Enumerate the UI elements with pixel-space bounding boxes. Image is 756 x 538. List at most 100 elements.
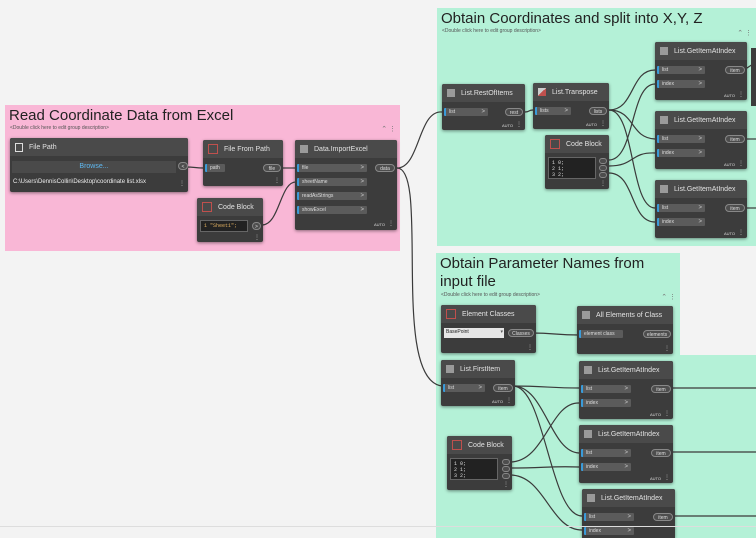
node-element-classes[interactable]: Element Classes BasePoint▾ Classes ⋮	[441, 305, 536, 353]
node-header[interactable]: List.GetItemAtIndex	[655, 42, 747, 60]
collapse-icon[interactable]: ⌃ ⋮	[737, 30, 752, 37]
more-icon[interactable]: ⋮	[506, 398, 512, 404]
node-code-block-index[interactable]: Code Block 1 0; 2 1; 3 2; ⋮	[545, 135, 609, 189]
node-header[interactable]: Code Block	[545, 135, 609, 153]
input-port-index[interactable]: index>	[581, 463, 631, 471]
more-icon[interactable]: ⋮	[738, 161, 744, 167]
output-port-item[interactable]: item	[725, 135, 745, 143]
input-port-index[interactable]: index>	[581, 399, 631, 407]
more-icon[interactable]: ⋮	[388, 221, 394, 227]
node-header[interactable]: File Path	[10, 138, 188, 156]
node-file-from-path[interactable]: File From Path path file ⋮	[203, 140, 283, 186]
output-port-item[interactable]: item	[725, 66, 745, 74]
more-icon[interactable]: ⋮	[738, 92, 744, 98]
output-port[interactable]: <	[178, 162, 188, 170]
more-icon[interactable]: ⋮	[527, 345, 533, 351]
output-port-3[interactable]	[502, 473, 510, 479]
node-header[interactable]: List.GetItemAtIndex	[579, 361, 673, 379]
node-list-first-item[interactable]: List.FirstItem list> item AUTO ⋮	[441, 360, 515, 406]
input-port-file[interactable]: file>	[297, 164, 367, 172]
node-header[interactable]: List.GetItemAtIndex	[579, 425, 673, 443]
output-port-item[interactable]: item	[725, 204, 745, 212]
output-port-3[interactable]	[599, 172, 607, 178]
output-port-2[interactable]	[502, 466, 510, 472]
node-header[interactable]: All Elements of Class	[577, 306, 673, 324]
group-description[interactable]: <Double click here to edit group descrip…	[442, 28, 541, 34]
input-port-lists[interactable]: lists>	[535, 107, 571, 115]
output-port-item[interactable]: item	[653, 513, 673, 521]
output-port[interactable]: >	[252, 222, 261, 230]
input-port-index[interactable]: index>	[584, 527, 634, 535]
group-description[interactable]: <Double click here to edit group descrip…	[441, 292, 540, 298]
node-header[interactable]: List.Transpose	[533, 83, 609, 101]
node-header[interactable]: File From Path	[203, 140, 283, 158]
code-editor[interactable]: 1 0; 2 1; 3 2;	[450, 458, 498, 480]
output-port-data[interactable]: data	[375, 164, 395, 172]
node-list-get-item-at-index[interactable]: List.GetItemAtIndex list> index> item	[582, 489, 675, 538]
node-list-get-item-at-index[interactable]: List.GetItemAtIndex list> index> item AU…	[655, 42, 747, 100]
node-header[interactable]: Element Classes	[441, 305, 536, 323]
more-icon[interactable]: ⋮	[254, 235, 260, 241]
group-title-line2[interactable]: input file	[440, 273, 496, 290]
output-port-item[interactable]: item	[651, 385, 671, 393]
node-header[interactable]: Code Block	[197, 198, 263, 216]
more-icon[interactable]: ⋮	[600, 181, 606, 187]
input-port-index[interactable]: index>	[657, 218, 705, 226]
node-data-import-excel[interactable]: Data.ImportExcel file> sheetName> readAs…	[295, 140, 397, 230]
class-dropdown[interactable]: BasePoint▾	[444, 328, 504, 338]
input-port-index[interactable]: index>	[657, 80, 705, 88]
node-file-path[interactable]: File Path Browse... < C:\Users\DennisCol…	[10, 138, 188, 192]
more-icon[interactable]: ⋮	[664, 411, 670, 417]
more-icon[interactable]: ⋮	[664, 475, 670, 481]
input-port-sheetname[interactable]: sheetName>	[297, 178, 367, 186]
node-header[interactable]: List.GetItemAtIndex	[582, 489, 675, 507]
output-port-2[interactable]	[599, 165, 607, 171]
output-port-elements[interactable]: elements	[643, 330, 671, 338]
more-icon[interactable]: ⋮	[516, 122, 522, 128]
input-port-list[interactable]: list>	[657, 135, 705, 143]
output-port-lists[interactable]: lists	[589, 107, 607, 115]
node-list-get-item-at-index[interactable]: List.GetItemAtIndex list> index> item AU…	[579, 425, 673, 483]
input-port-element-class[interactable]: element class	[579, 330, 623, 338]
node-all-elements-of-class[interactable]: All Elements of Class element class elem…	[577, 306, 673, 354]
collapse-icon[interactable]: ⌃ ⋮	[381, 126, 396, 133]
group-description[interactable]: <Double click here to edit group descrip…	[10, 125, 109, 131]
browse-button[interactable]: Browse...	[12, 161, 176, 173]
more-icon[interactable]: ⋮	[503, 482, 509, 488]
input-port-list[interactable]: list>	[443, 384, 485, 392]
output-port-classes[interactable]: Classes	[508, 329, 534, 337]
input-port-list[interactable]: list>	[581, 449, 631, 457]
input-port-list[interactable]: list>	[581, 385, 631, 393]
more-icon[interactable]: ⋮	[738, 230, 744, 236]
collapse-icon[interactable]: ⌃ ⋮	[661, 294, 676, 301]
output-port-1[interactable]	[599, 158, 607, 164]
node-list-rest-of-items[interactable]: List.RestOfItems list> rest AUTO ⋮	[442, 84, 525, 130]
output-port-rest[interactable]: rest	[505, 108, 523, 116]
input-port-readasstrings[interactable]: readAsStrings>	[297, 192, 367, 200]
code-editor[interactable]: 1 "Sheet1";	[200, 220, 248, 232]
node-list-get-item-at-index[interactable]: List.GetItemAtIndex list> index> item AU…	[655, 111, 747, 169]
node-header[interactable]: List.FirstItem	[441, 360, 515, 378]
node-code-block-sheet[interactable]: Code Block 1 "Sheet1"; > ⋮	[197, 198, 263, 242]
output-port-item[interactable]: item	[493, 384, 513, 392]
input-port-index[interactable]: index>	[657, 149, 705, 157]
node-header[interactable]: Data.ImportExcel	[295, 140, 397, 158]
more-icon[interactable]: ⋮	[600, 121, 606, 127]
input-port-list[interactable]: list>	[657, 66, 705, 74]
input-port-list[interactable]: list>	[657, 204, 705, 212]
node-header[interactable]: List.GetItemAtIndex	[655, 111, 747, 129]
output-port-file[interactable]: file	[263, 164, 281, 172]
node-header[interactable]: List.GetItemAtIndex	[655, 180, 747, 198]
node-code-block-index[interactable]: Code Block 1 0; 2 1; 3 2; ⋮	[447, 436, 512, 490]
node-list-get-item-at-index[interactable]: List.GetItemAtIndex list> index> item AU…	[655, 180, 747, 238]
node-list-get-item-at-index[interactable]: List.GetItemAtIndex list> index> item AU…	[579, 361, 673, 419]
group-title-line1[interactable]: Obtain Parameter Names from	[440, 255, 645, 272]
output-port-1[interactable]	[502, 459, 510, 465]
group-title[interactable]: Read Coordinate Data from Excel	[9, 107, 234, 124]
group-title[interactable]: Obtain Coordinates and split into X,Y, Z	[441, 10, 703, 27]
input-port-list[interactable]: list>	[444, 108, 488, 116]
input-port-path[interactable]: path	[205, 164, 225, 172]
input-port-list[interactable]: list>	[584, 513, 634, 521]
more-icon[interactable]: ⋮	[274, 178, 280, 184]
more-icon[interactable]: ⋮	[664, 346, 670, 352]
